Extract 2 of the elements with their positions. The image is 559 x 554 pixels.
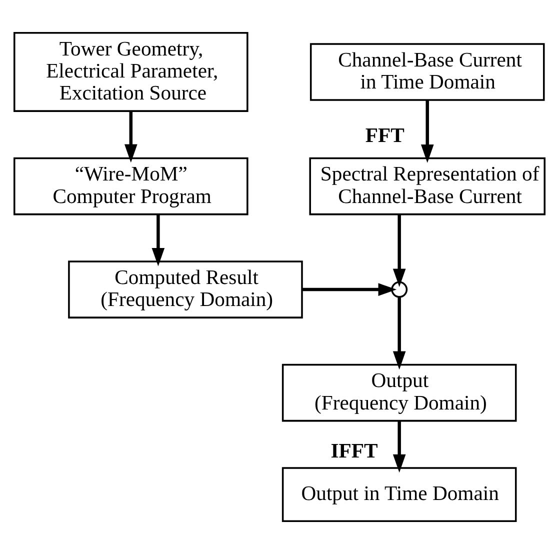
edge-label: FFT xyxy=(365,124,404,147)
edge-label: IFFT xyxy=(330,440,378,462)
